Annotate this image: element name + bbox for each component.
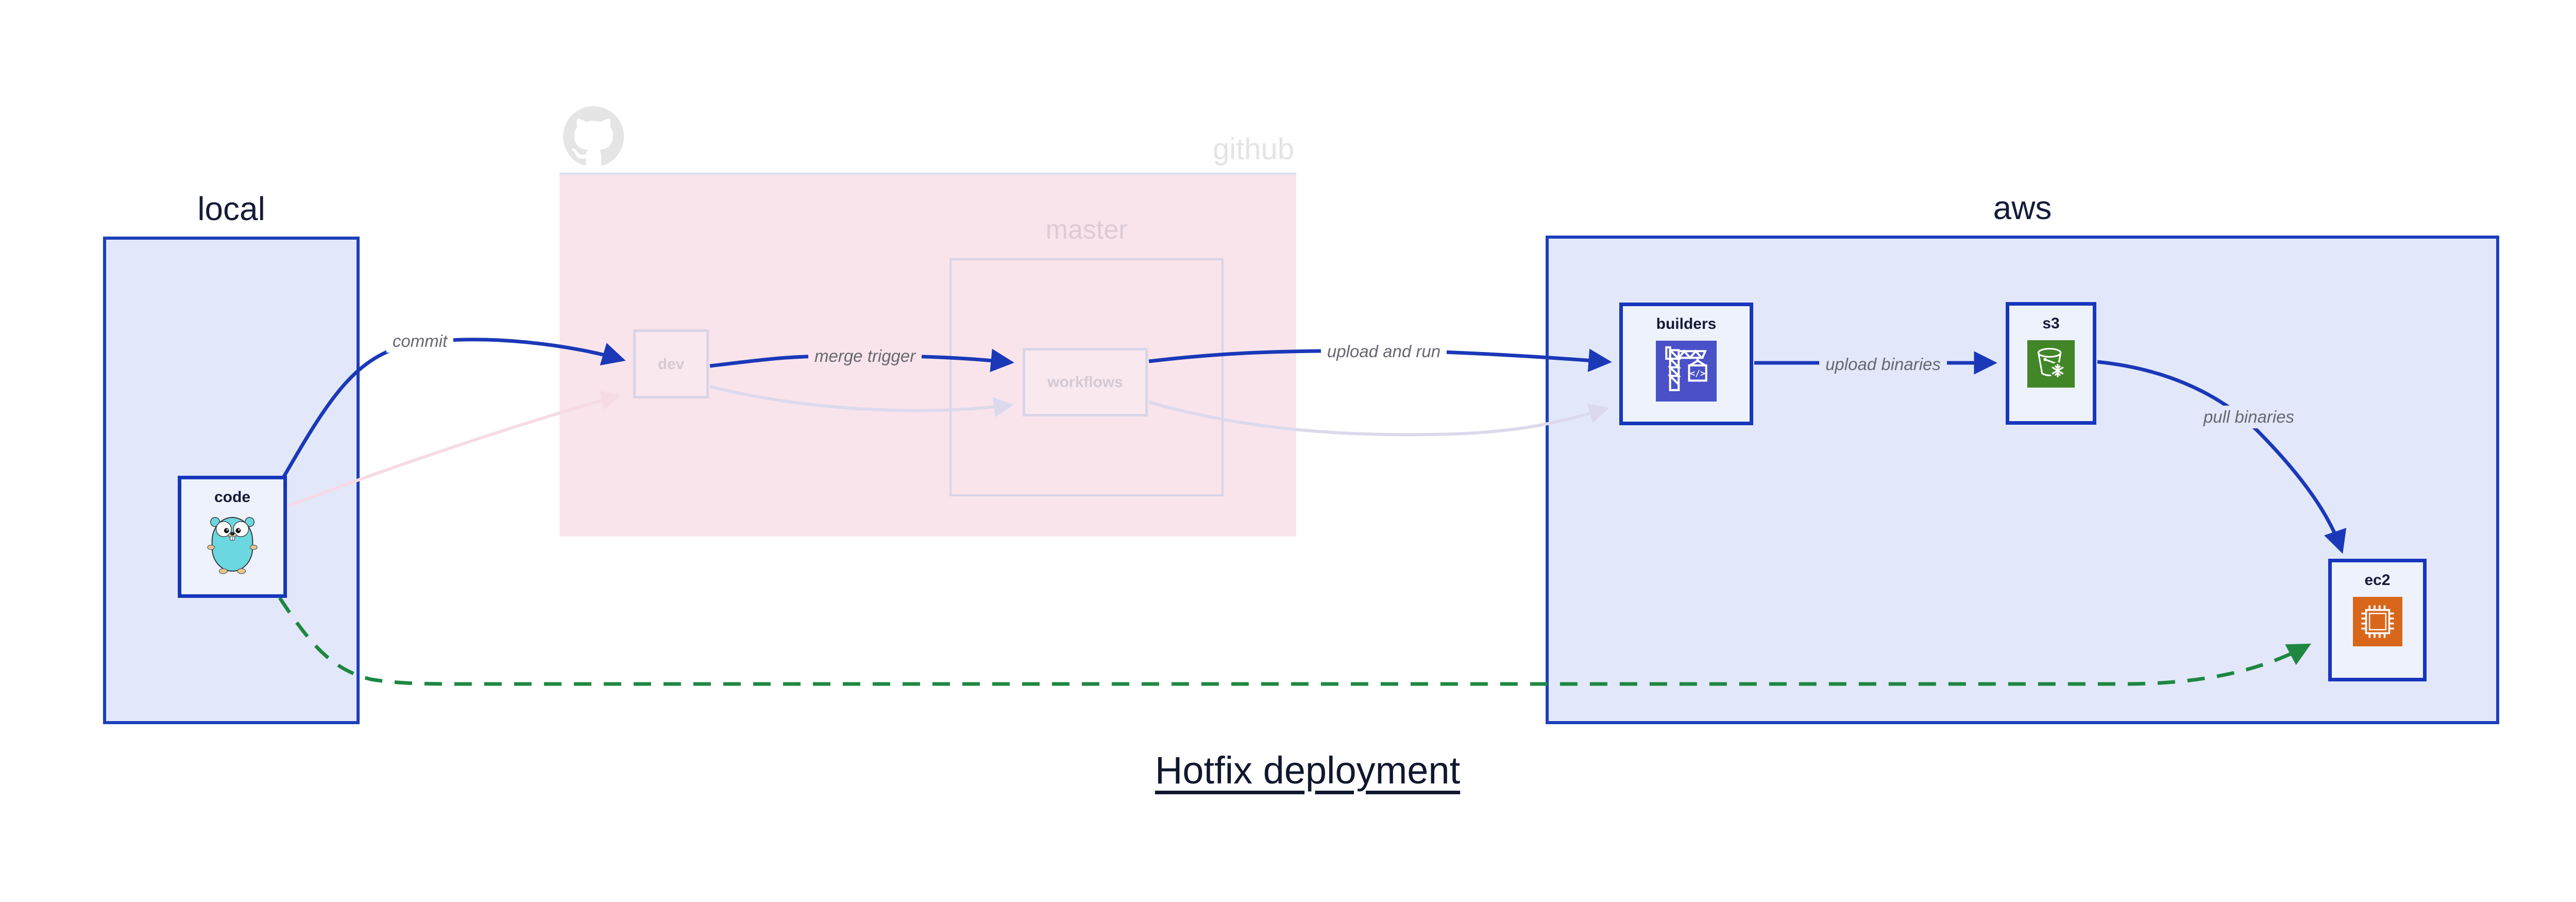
svg-text:</>: </> bbox=[1690, 369, 1705, 378]
go-gopher-icon bbox=[207, 516, 258, 574]
aws-s3-bucket-icon bbox=[2027, 340, 2075, 388]
node-dev: dev bbox=[633, 329, 709, 398]
node-s3: s3 bbox=[2006, 302, 2096, 425]
node-workflows: workflows bbox=[1023, 348, 1148, 416]
node-workflows-label: workflows bbox=[1047, 374, 1123, 391]
github-octocat-icon bbox=[563, 106, 624, 166]
edge-label-merge-trigger: merge trigger bbox=[808, 345, 922, 368]
aws-ec2-chip-icon bbox=[2352, 597, 2402, 646]
github-wordmark: github bbox=[1212, 132, 1294, 166]
node-code: code bbox=[178, 476, 287, 598]
node-s3-label: s3 bbox=[2042, 315, 2060, 332]
diagram-title: Hotfix deployment bbox=[1155, 749, 1461, 792]
node-code-label: code bbox=[214, 489, 251, 506]
group-aws-label: aws bbox=[1993, 189, 2052, 226]
aws-codebuild-crane-icon: </> bbox=[1656, 341, 1717, 402]
group-master-box bbox=[950, 258, 1224, 496]
node-dev-label: dev bbox=[657, 355, 685, 373]
node-builders-label: builders bbox=[1656, 315, 1717, 332]
group-master-label: master bbox=[1045, 215, 1128, 245]
node-ec2-label: ec2 bbox=[2364, 572, 2391, 589]
edge-label-upload-and-run: upload and run bbox=[1320, 340, 1447, 363]
group-local-label: local bbox=[197, 190, 265, 227]
edge-label-pull-binaries: pull binaries bbox=[2197, 406, 2301, 428]
node-ec2: ec2 bbox=[2328, 559, 2427, 681]
node-builders: builders </> bbox=[1619, 303, 1753, 425]
edge-label-upload-binaries: upload binaries bbox=[1819, 353, 1947, 376]
edge-label-commit: commit bbox=[386, 330, 454, 353]
